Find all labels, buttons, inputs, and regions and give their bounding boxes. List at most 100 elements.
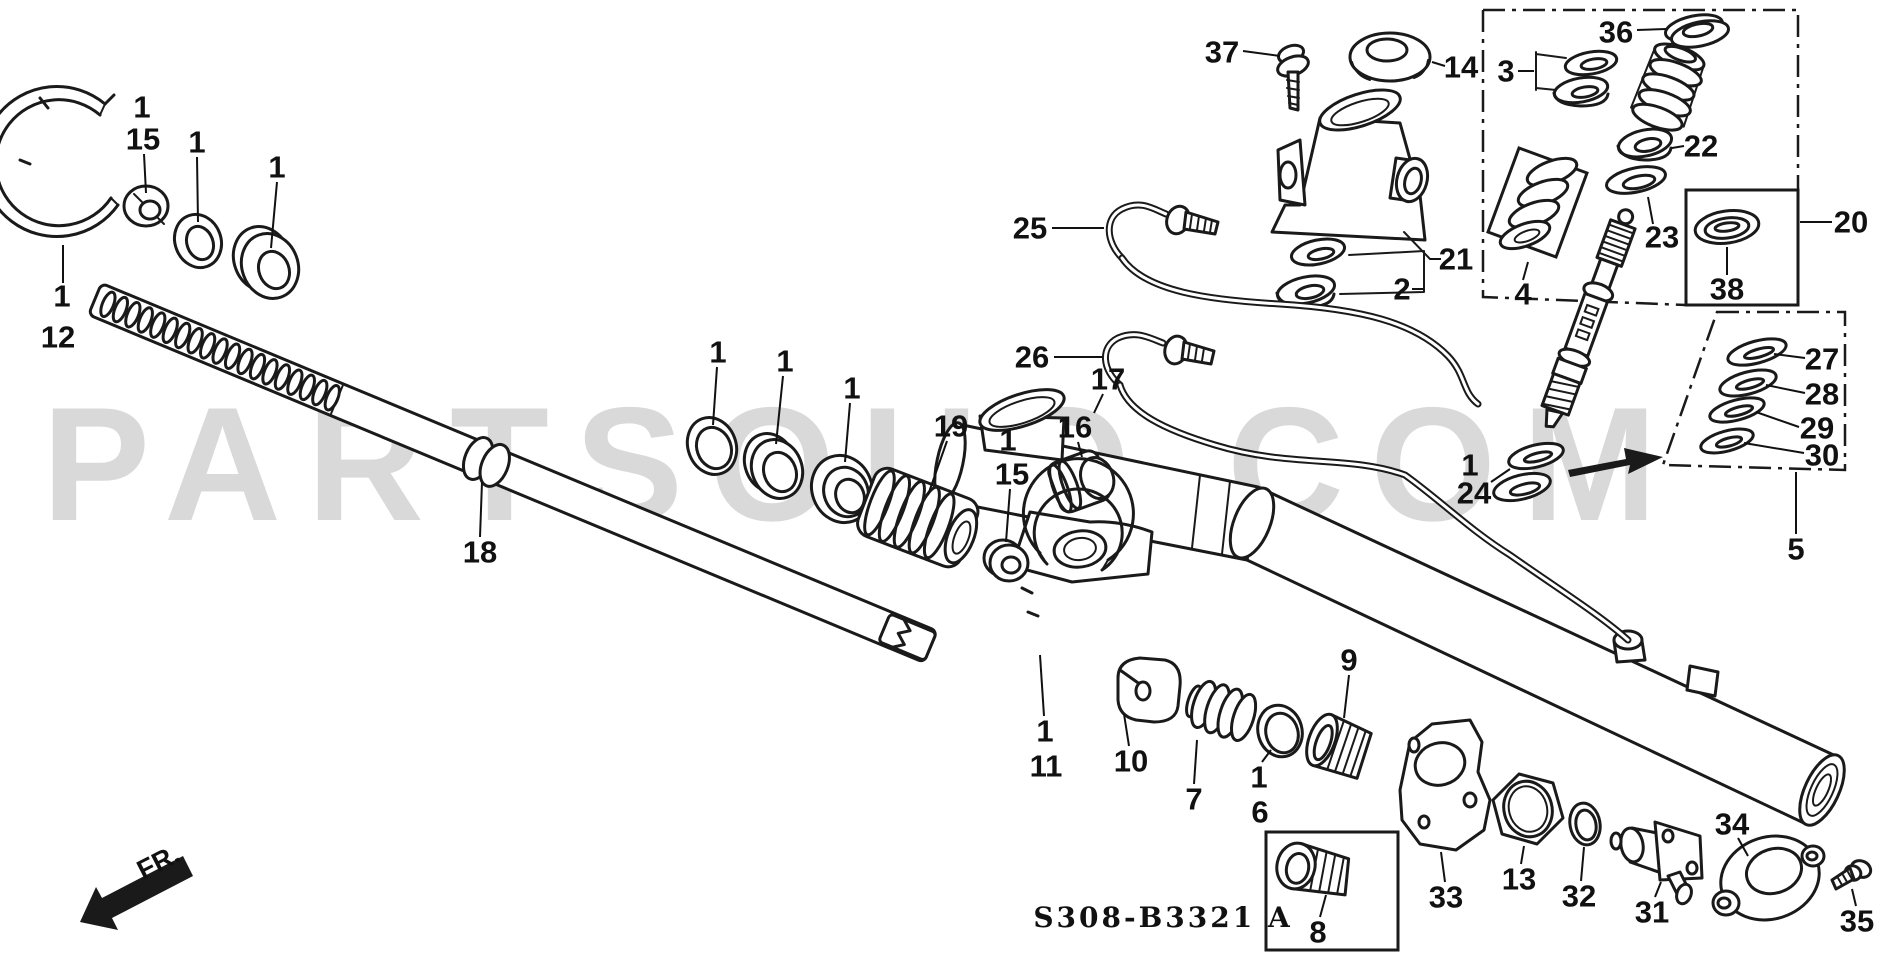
- leader-line-1: [844, 402, 851, 463]
- leader-line-17: [1093, 393, 1104, 414]
- part-8-plug: [1275, 841, 1351, 897]
- part-10-rack-guide: [1116, 656, 1182, 724]
- rack-tooth: [111, 295, 130, 324]
- rack-tooth: [311, 378, 329, 407]
- rack-tooth: [174, 321, 192, 350]
- bracket-2: [1339, 250, 1425, 295]
- part-label-5: 5: [1787, 532, 1804, 567]
- leader-line-9: [1343, 674, 1350, 719]
- leader-line-1: [712, 366, 718, 426]
- leader-line-30: [1743, 442, 1805, 454]
- part-label-32: 32: [1562, 879, 1596, 914]
- cylinder-tube: [1245, 485, 1846, 827]
- leader-line-22: [1671, 145, 1685, 149]
- part-36-seal-washer: [1664, 13, 1730, 49]
- rack-tooth: [273, 363, 292, 391]
- rack-tooth: [161, 316, 179, 345]
- part-label-25: 25: [1013, 211, 1047, 246]
- leader-line-4: [1522, 261, 1529, 281]
- part-13-nut: [1491, 772, 1565, 846]
- leader-line-28: [1765, 384, 1806, 394]
- fr-direction-arrow: FR.: [80, 839, 193, 930]
- rack-tooth: [223, 342, 242, 370]
- leader-line-6: [1261, 749, 1272, 763]
- part-1-ring-c: [685, 416, 739, 476]
- leader-line-37: [1242, 50, 1281, 57]
- valve-housing: [1270, 88, 1430, 242]
- part-label-38: 38: [1710, 272, 1744, 307]
- rack-tooth: [149, 311, 167, 339]
- part-label-14: 14: [1444, 50, 1479, 85]
- leader-line-15: [143, 153, 147, 194]
- part-label-13: 13: [1502, 862, 1536, 897]
- rack-tooth: [286, 368, 304, 396]
- part-label-1: 1: [1461, 448, 1478, 483]
- leader-line-35: [1851, 888, 1857, 907]
- part-label-16: 16: [1058, 410, 1092, 445]
- part-label-1: 1: [1250, 760, 1267, 795]
- part-14-cap: [1348, 31, 1432, 83]
- part-label-34: 34: [1715, 807, 1750, 842]
- part-2-bushings: [1275, 237, 1347, 309]
- group-box-38: [1684, 188, 1800, 307]
- part-label-4: 4: [1514, 277, 1532, 312]
- tube-mount-stub: [1685, 664, 1720, 698]
- part-26-pipe: [1102, 331, 1632, 644]
- part-label-10: 10: [1114, 744, 1148, 779]
- part-label-1: 1: [843, 371, 860, 406]
- part-label-24: 24: [1457, 476, 1492, 511]
- leader-line-23: [1647, 196, 1654, 225]
- part-label-1: 1: [133, 90, 150, 125]
- part-label-1: 1: [53, 279, 70, 314]
- part-1-seal-a: [172, 212, 224, 270]
- part-label-1: 1: [999, 423, 1016, 458]
- leader-line-19: [927, 440, 948, 496]
- part-1-seal-b: [231, 225, 301, 300]
- part-label-26: 26: [1015, 340, 1049, 375]
- part-22-seal: [1616, 127, 1674, 162]
- part-7-spring: [1185, 679, 1258, 742]
- pinion-tower: [978, 388, 1066, 462]
- part-15-bearing-right: [982, 538, 1030, 583]
- part-16-bushing: [1047, 449, 1116, 514]
- part-label-12: 12: [41, 320, 75, 355]
- leader-line-1: [196, 156, 199, 223]
- rack-tooth: [186, 327, 204, 355]
- rack-tooth: [124, 301, 142, 329]
- part-label-6: 6: [1251, 795, 1268, 830]
- leader-line-1: [270, 181, 278, 249]
- part-label-20: 20: [1834, 205, 1868, 240]
- leader-line-27: [1773, 353, 1806, 359]
- part-label-19: 19: [934, 409, 968, 444]
- leader-line-7: [1193, 739, 1198, 785]
- part-37-bolt: [1276, 43, 1310, 112]
- leader-line-16: [1077, 441, 1083, 458]
- leader-line-34: [1737, 837, 1749, 857]
- leader-line-13: [1520, 845, 1525, 865]
- part-label-15: 15: [995, 457, 1029, 492]
- part-23-washer: [1605, 165, 1667, 195]
- rack-tooth: [236, 347, 254, 376]
- leader-line-24: [1490, 468, 1511, 483]
- part-label-28: 28: [1805, 377, 1839, 412]
- rack-tooth: [248, 352, 267, 381]
- part-19-stopper: [856, 466, 980, 569]
- diagram-code: S308-B3321 A: [1033, 901, 1292, 934]
- leader-line-31: [1654, 881, 1662, 898]
- part-label-21: 21: [1439, 242, 1473, 277]
- part-label-8: 8: [1309, 915, 1326, 950]
- leader-line-14: [1431, 61, 1446, 67]
- part-label-36: 36: [1599, 15, 1633, 50]
- part-3-bushings: [1535, 49, 1619, 108]
- part-label-18: 18: [463, 535, 497, 570]
- part-label-31: 31: [1635, 895, 1669, 930]
- leader-line-10: [1123, 713, 1130, 747]
- part-label-23: 23: [1645, 220, 1679, 255]
- part-32-o-ring: [1568, 801, 1602, 847]
- part-18-collar: [461, 436, 511, 488]
- leader-line-8: [1319, 894, 1327, 918]
- leader-line-11: [1039, 654, 1045, 717]
- part-label-37: 37: [1205, 35, 1239, 70]
- part-label-3: 3: [1497, 54, 1514, 89]
